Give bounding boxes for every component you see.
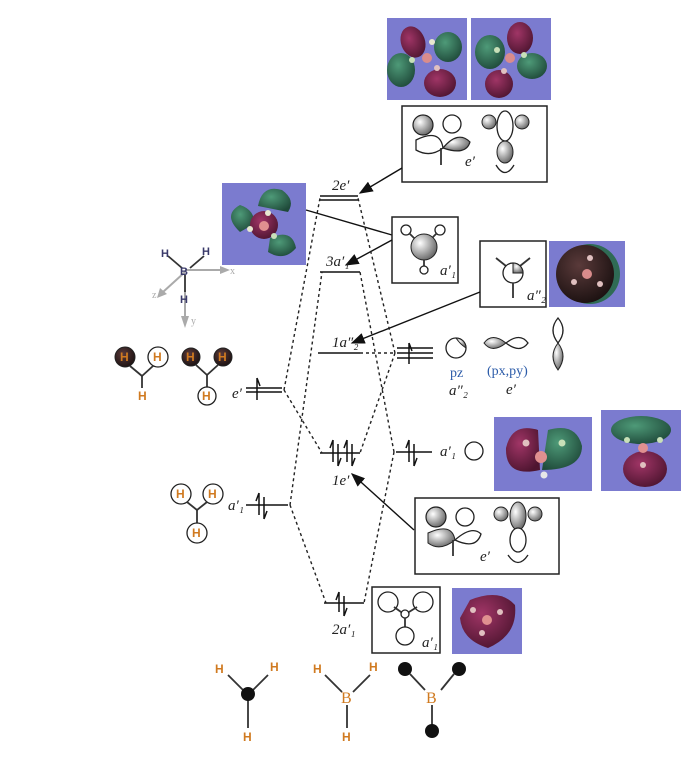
svg-text:H: H (186, 350, 195, 364)
svg-text:B: B (426, 690, 437, 707)
svg-text:H: H (120, 350, 129, 364)
boron-pz-orbital: pz a″₂ (445, 337, 468, 399)
coordinate-system: x z y H H B H (152, 246, 235, 328)
box-a1-lower: a′₁ (371, 586, 441, 654)
box-bottom-e-label: e′ (480, 549, 491, 565)
mo-label-2e: 2e′ (332, 178, 350, 194)
svg-text:H: H (153, 350, 162, 364)
svg-text:H: H (176, 487, 185, 501)
svg-text:pz: pz (450, 366, 463, 381)
box-top-e: e′ (401, 105, 548, 183)
svg-text:H: H (192, 526, 201, 540)
boron-p-level (397, 342, 433, 364)
arrow-to-2e (358, 167, 403, 194)
line-2e-left-render (305, 209, 393, 236)
mo-label-3a1: 3a′₁ (325, 254, 350, 270)
svg-text:H: H (218, 350, 227, 364)
arrow-to-1a2 (350, 291, 481, 344)
mo-level-1e: 1e′ (320, 439, 360, 489)
fragment-bh3: B H H H (313, 660, 378, 744)
svg-text:H: H (202, 389, 211, 403)
svg-text:y: y (191, 316, 196, 327)
svg-text:B: B (180, 266, 188, 278)
electron-pair-2a1 (335, 591, 348, 617)
mo-render-2e-left (222, 183, 306, 265)
svg-text:e′: e′ (232, 386, 243, 402)
mo-level-1a2: 1a″₂ (318, 335, 360, 354)
svg-text:H: H (270, 660, 279, 674)
h3-a1-level: a′₁ (228, 492, 288, 520)
svg-text:H: H (202, 246, 210, 258)
electron-pair-1e-a (329, 439, 342, 467)
svg-text:H: H (180, 294, 188, 306)
svg-text:a″₂: a″₂ (449, 383, 468, 399)
mo-level-3a1: 3a′₁ (320, 254, 360, 273)
mo-render-a2 (549, 241, 625, 307)
svg-text:e′: e′ (506, 382, 517, 398)
mo-label-1e: 1e′ (332, 473, 350, 489)
mo-label-1a2: 1a″₂ (332, 335, 358, 351)
svg-text:H: H (313, 662, 322, 676)
svg-text:x: x (230, 266, 235, 277)
svg-text:H: H (208, 487, 217, 501)
svg-text:B: B (341, 690, 352, 707)
mo-level-2e: 2e′ (320, 178, 358, 201)
svg-text:a′₁: a′₁ (440, 444, 456, 460)
mo-level-2a1: 2a′₁ (324, 591, 364, 638)
mo-render-2e-a (387, 18, 467, 100)
box-bottom-e: e′ (414, 497, 560, 575)
electron-pair-1e-b (343, 439, 356, 467)
mo-render-1e-b (601, 410, 681, 491)
fragment-h3: H H H (215, 660, 279, 744)
svg-text:H: H (215, 662, 224, 676)
svg-text:H: H (243, 730, 252, 744)
arrow-to-1e (350, 473, 415, 531)
svg-text:H: H (342, 730, 351, 744)
box-a1-upper-label: a′₁ (440, 263, 456, 279)
box-a1-lower-label: a′₁ (422, 635, 438, 651)
mo-render-2a1 (452, 588, 522, 654)
svg-text:H: H (138, 389, 147, 403)
box-a1-upper: a′₁ (391, 216, 459, 284)
boron-s-orbital (464, 441, 484, 461)
svg-text:H: H (369, 660, 378, 674)
mo-render-1e-a (494, 417, 592, 491)
svg-text:H: H (161, 248, 169, 260)
box-a2-label: a″₂ (527, 288, 546, 304)
boron-pxpy-orbital: (px,py) e′ (483, 316, 564, 398)
box-a2: a″₂ (479, 240, 547, 308)
svg-text:a′₁: a′₁ (228, 498, 244, 514)
mo-render-2e-b (471, 18, 551, 100)
h3-e-level: e′ (232, 377, 282, 402)
correlation-lines (283, 197, 396, 604)
box-top-e-label: e′ (465, 154, 476, 170)
svg-text:z: z (152, 290, 157, 301)
h3-e-salc-b: H H H (181, 347, 233, 406)
h3-a1-salc: H H H (170, 483, 224, 544)
svg-text:(px,py): (px,py) (487, 364, 528, 379)
h3-e-salc-a: H H H (114, 346, 169, 403)
arrow-to-3a1 (344, 239, 393, 266)
fragment-b: B (398, 662, 466, 738)
boron-s-level: a′₁ (396, 439, 484, 467)
mo-label-2a1: 2a′₁ (332, 622, 356, 638)
